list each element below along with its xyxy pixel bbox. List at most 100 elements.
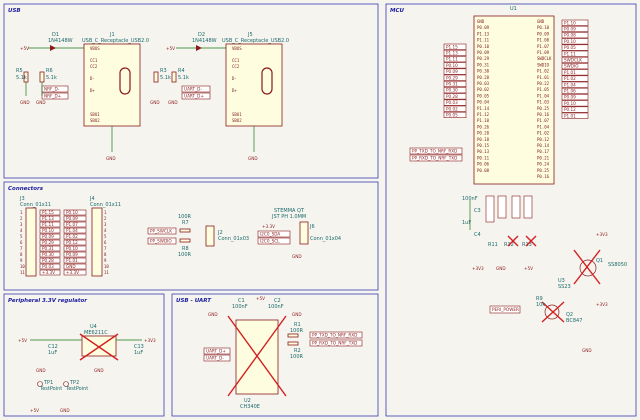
gnd-j5: GND (248, 156, 258, 161)
peri-5v: +5V (18, 338, 27, 343)
q1-symbol (579, 259, 597, 277)
r4-symbol (171, 71, 177, 83)
j3-net: P0.30 (42, 252, 54, 257)
r8-symbol (179, 238, 191, 243)
j3-net: P0.28 (42, 258, 54, 263)
j4-ref: J4 (89, 196, 95, 202)
j5-pin-sbu2: SBU2 (232, 118, 242, 123)
dnp-u4b (79, 333, 119, 361)
j4-flag (63, 251, 87, 258)
j3-pin-number: 1 (20, 210, 23, 215)
r9-ref: R9 (536, 296, 543, 302)
u1-left-pin: P0.09 (477, 25, 490, 30)
j4-flag (63, 233, 87, 240)
mcu-right-net: P0.10 (564, 101, 576, 106)
net-peri-power: PERI_POWER (492, 307, 519, 312)
connectors-frame (3, 181, 379, 291)
q2-symbol (544, 304, 560, 320)
dnp-q2b (541, 301, 565, 323)
r3-ref: R3 (160, 68, 167, 74)
mcu-right-flag (561, 100, 589, 107)
u1-right-pins: GNDP0.10P0.09P1.08P1.07P1.09SWDCLKSWDIOP… (537, 19, 552, 179)
net-pp-rxd: PP_RXD_TO_NRF_TXD (412, 156, 457, 161)
j4-net: P0.09 (66, 216, 78, 221)
mcu-right-flag (561, 63, 589, 70)
j6-net-scl: I2C0_SCL (260, 239, 280, 244)
net-uart-dm: UART_D- (184, 87, 202, 92)
mcu-left-flag (443, 111, 467, 118)
mcu-left-flag (443, 105, 467, 112)
u3-ref: U3 (558, 278, 565, 284)
j3-flag (39, 215, 61, 222)
u1-left-pin: P0.09 (477, 50, 490, 55)
j3-ref: J3 (19, 196, 25, 202)
mcu-right-flag (561, 56, 589, 64)
r2-symbol (287, 341, 299, 346)
j3-net-flags: P1.151P1.132P1.113P0.104P0.095P0.296P0.3… (20, 209, 61, 276)
u1-right-pin: P1.05 (537, 87, 550, 92)
d2-ref: D2 (198, 32, 205, 38)
j3-pin-number: 10 (20, 264, 25, 269)
mcu-right-net: P1.10 (564, 20, 576, 25)
j4-net: +3.3V (66, 270, 79, 275)
j3-flag (39, 209, 61, 216)
mcu-right-net-flags: P1.10P0.09P0.08P0.10P0.05P1.11SWDCLKSWDI… (561, 19, 589, 119)
j3-flag (39, 227, 61, 234)
r8-ref: R8 (182, 246, 189, 252)
u1-ref: U1 (510, 6, 517, 12)
j4-net: P1.02 (66, 234, 78, 239)
uart-dm-flag (203, 354, 231, 362)
u1-right-pin: GND (537, 19, 545, 24)
u4-value: ME6211C (84, 330, 108, 336)
j4-pin-number: 8 (104, 252, 107, 257)
j4-flag (63, 209, 87, 216)
j3-net: P0.29 (42, 240, 54, 245)
j5-value: USB_C_Receptacle_USB2.0 (222, 38, 289, 44)
tp1-ref: TP1 (43, 380, 53, 386)
peri-gnd-tp: GND (60, 408, 70, 413)
mcu-right-net: P1.02 (564, 76, 576, 81)
cap-c4-value: 1uF (462, 220, 471, 226)
j6-net-sda: I2C0_SDA (260, 232, 280, 237)
mcu-right-flag (561, 106, 589, 113)
j6-net-gnd: GND (292, 254, 302, 259)
j3-net: P1.15 (42, 210, 54, 215)
j4-pin-number: 5 (104, 234, 107, 239)
mcu-left-flag (443, 74, 467, 81)
j5-ref: J5 (247, 32, 253, 38)
net-nrf-dp: NRF_D+ (44, 94, 62, 99)
mcu-left-flag (443, 49, 467, 57)
q2-value: BC847 (566, 318, 582, 324)
usb-uart-section-title: USB - UART (176, 298, 212, 304)
u1-left-pin: P0.04 (477, 100, 490, 105)
mcu-right-net: P0.10 (564, 39, 576, 44)
u1-left-pin: P0.03 (477, 81, 490, 86)
mcu-left-net: P1.15 (446, 44, 458, 49)
u1-left-pin: P0.05 (477, 93, 490, 98)
r8-value: 100R (178, 252, 192, 258)
j2-body (205, 225, 215, 247)
mcu-gnd-2: GND (582, 348, 592, 353)
net-i2c-sda-flag (257, 230, 291, 238)
r7-symbol (179, 228, 191, 233)
connectors-section-title: Connectors (8, 186, 44, 192)
connectors-block: J3 Conn_01x11 J4 Conn_01x11 P1.151P1.132… (19, 196, 341, 277)
r1-ref: R1 (294, 322, 301, 328)
j4-net: P0.10 (66, 210, 78, 215)
net-pp-swclk-flag (147, 227, 177, 235)
j4-body (91, 207, 103, 277)
gnd-r4: GND (168, 100, 178, 105)
mcu-left-net: P1.13 (446, 51, 458, 56)
net-nrf-dm: NRF_D- (44, 87, 60, 92)
mcu-left-flag (443, 68, 467, 75)
mcu-right-flag (561, 112, 589, 119)
j4-pin-number: 9 (104, 258, 107, 263)
u1-left-pin: P1.11 (477, 38, 490, 43)
mcu-left-net: P0.28 (446, 94, 458, 99)
u1-body (473, 15, 555, 185)
r4-ref: R4 (178, 68, 185, 74)
net-5v-flag (523, 195, 533, 219)
tp2-value: TestPoint (65, 386, 88, 392)
mcu-gnd: GND (496, 266, 506, 271)
